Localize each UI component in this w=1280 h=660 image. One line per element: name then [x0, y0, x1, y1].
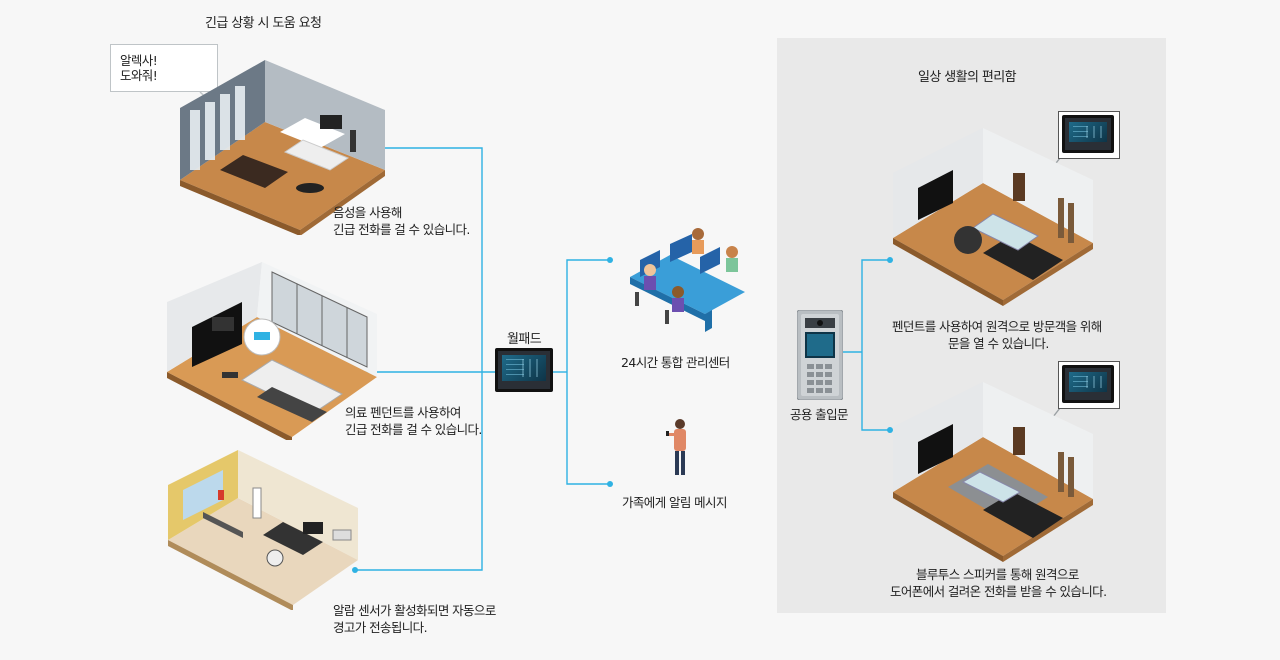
call-center-workers-icon: [630, 228, 745, 332]
room-illustration-pendant: [167, 262, 377, 440]
connector-dot-right-room1: [887, 257, 893, 263]
bubble-line2: 도와줘!: [120, 68, 158, 83]
room3-caption-line2: 경고가 전송됩니다.: [333, 620, 428, 635]
bubble-line1: 알렉사!: [120, 53, 158, 68]
daily-convenience-title: 일상 생활의 편리함: [918, 70, 1017, 85]
management-center-label: 24시간 통합 관리센터: [621, 355, 730, 370]
right-room2-caption-line1: 블루투스 스피커를 통해 원격으로: [916, 567, 1079, 582]
wallpad-monitor-icon: [1062, 365, 1114, 403]
connector-dot-center: [607, 257, 613, 263]
room1-caption-line1: 음성을 사용해: [333, 205, 402, 220]
connector-dot-family: [607, 481, 613, 487]
room3-caption-line1: 알람 센서가 활성화되면 자동으로: [333, 603, 496, 618]
room1-caption-line2: 긴급 전화를 걸 수 있습니다.: [333, 222, 470, 237]
wallpad-label: 월패드: [507, 332, 542, 347]
connector-dot-room3: [352, 567, 358, 573]
emergency-help-title: 긴급 상황 시 도움 요청: [205, 16, 322, 31]
right-room1-caption-line1: 펜던트를 사용하여 원격으로 방문객을 위해: [892, 319, 1102, 334]
room-illustration-voice: [180, 60, 385, 235]
right-room2-caption-line2: 도어폰에서 걸려온 전화를 받을 수 있습니다.: [890, 584, 1107, 599]
speech-bubble: 알렉사! 도와줘!: [110, 44, 218, 92]
wallpad-callout-2: [1058, 361, 1120, 409]
common-entrance-label: 공용 출입문: [790, 407, 848, 422]
room-illustration-bluetooth-speaker: [893, 382, 1093, 562]
room-illustration-alarm-sensor: [168, 450, 358, 610]
right-room1-caption-line2: 문을 열 수 있습니다.: [948, 336, 1049, 351]
family-notification-label: 가족에게 알림 메시지: [622, 495, 727, 510]
room-illustration-remote-door: [893, 128, 1093, 306]
wallpad-monitor-icon: [1062, 115, 1114, 153]
room2-caption-line1: 의료 펜던트를 사용하여: [345, 405, 461, 420]
room2-caption-line2: 긴급 전화를 걸 수 있습니다.: [345, 422, 482, 437]
wallpad-callout-1: [1058, 111, 1120, 159]
person-with-phone-icon: [666, 419, 686, 475]
wallpad-monitor-icon: [495, 348, 553, 392]
connector-dot-right-room2: [887, 427, 893, 433]
door-intercom-icon: [797, 310, 843, 400]
